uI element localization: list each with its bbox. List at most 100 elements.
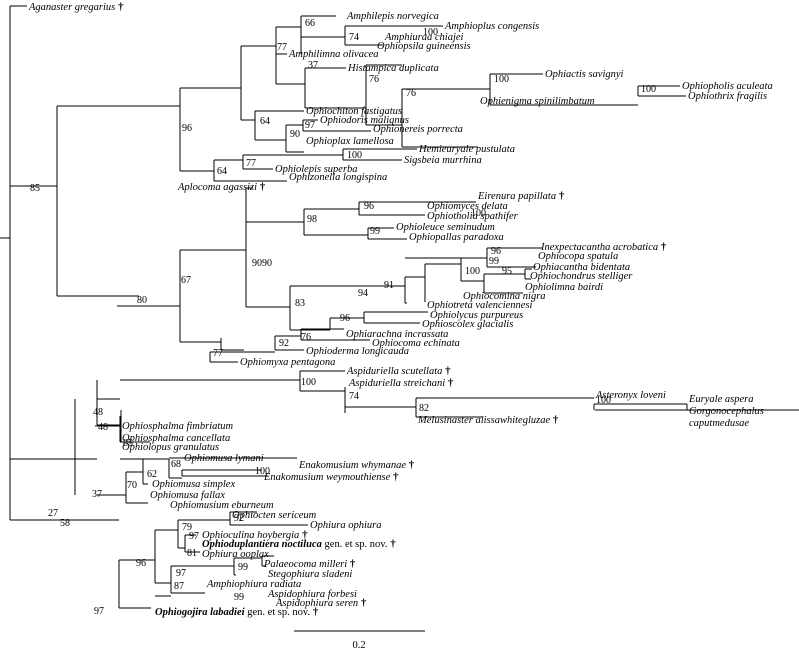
extinct-dagger-icon: † — [299, 529, 308, 541]
extinct-dagger-icon: † — [658, 241, 667, 253]
taxon-label: Ophioduplantiera noctiluca gen. et sp. n… — [202, 538, 396, 550]
support-value: 82 — [419, 403, 429, 414]
support-value: 48 — [98, 422, 108, 433]
taxon-name: Ophioculina hoybergia — [202, 530, 299, 541]
extinct-dagger-icon: † — [347, 558, 356, 570]
taxon-label: Stegophiura sladeni — [268, 569, 352, 580]
taxon-label: Ophiarachna incrassata — [346, 329, 448, 340]
taxon-label: Palaeocoma milleri † — [263, 558, 356, 570]
taxon-name: Gorgonocephalus — [689, 406, 764, 417]
taxon-label: Amphioplus congensis — [444, 21, 539, 32]
taxon-name: Ophiochondrus stelliger — [530, 271, 633, 282]
taxon-label: Asteronyx loveni — [595, 390, 666, 401]
taxon-name: Ophionereis porrecta — [373, 124, 463, 135]
taxon-label: Sigsbeia murrhina — [404, 155, 482, 166]
taxon-label: Ophionereis porrecta — [373, 124, 463, 135]
taxon-label: Eirenura papillata † — [477, 190, 565, 202]
taxon-label: Ophiomyces delata — [427, 201, 508, 212]
taxon-name: Ophiomyces delata — [427, 201, 508, 212]
taxon-label: Ophiogojira labadiei gen. et sp. nov. † — [155, 606, 319, 618]
taxon-name: Amphilepis norvegica — [346, 11, 439, 22]
support-value: 70 — [127, 480, 137, 491]
taxon-name: Asteronyx loveni — [595, 390, 666, 401]
taxon-name: Ophiomusa lymani — [184, 453, 264, 464]
taxon-label: Ophiocten sericeum — [232, 510, 317, 521]
taxon-label: Ophiocoma echinata — [372, 338, 460, 349]
support-value: 99 — [238, 562, 248, 573]
taxon-name: Ophiolopus granulatus — [122, 442, 219, 453]
taxon-name: Amphiuraa chiajei — [384, 32, 464, 43]
taxon-label: Ophiotholia spathifer — [427, 211, 519, 222]
taxon-name: caputmedusae — [689, 418, 749, 429]
taxon-name: Enakomusium weymouthiense — [263, 472, 391, 483]
taxon-label: Ophiomusa fallax — [150, 490, 225, 501]
taxon-name: Enakomusium whymanae — [298, 460, 406, 471]
taxon-label: Ophiomusium eburneum — [170, 500, 274, 511]
taxon-name: Aspiduriella streichani — [348, 378, 445, 389]
support-value: 100 — [465, 266, 480, 277]
support-value: 76 — [369, 74, 379, 85]
taxon-label: Ophiotreta valenciennesi — [427, 300, 533, 311]
taxon-label: Ophiura ooplax — [202, 549, 269, 560]
taxon-name: Ophioplax lamellosa — [306, 136, 394, 147]
taxon-name: Ophioscolex glacialis — [422, 319, 513, 330]
support-value: 76 — [301, 332, 311, 343]
support-value: 81 — [187, 548, 197, 559]
taxon-name: Ophiothrix fragilis — [688, 91, 767, 102]
taxon-name: Hemieuryale pustulata — [418, 144, 515, 155]
support-value: 90 — [290, 129, 300, 140]
support-value: 99 — [489, 256, 499, 267]
taxon-name: Aganaster gregarius — [28, 2, 115, 13]
support-value: 96 — [182, 123, 192, 134]
scale-bar: 0.2 — [294, 630, 425, 651]
taxon-name: Ophiolepis superba — [275, 164, 358, 175]
taxon-name: Ophiolimna bairdi — [525, 282, 603, 293]
taxon-name: Aspidophiura seren — [275, 598, 358, 609]
taxon-label: Ophiolimna bairdi — [525, 282, 603, 293]
taxon-name: Amphilimna olivacea — [288, 49, 379, 60]
support-value: 96 — [136, 558, 146, 569]
taxon-name: Ophiomusa simplex — [152, 479, 235, 490]
taxon-suffix: gen. et sp. nov. — [245, 607, 311, 618]
support-value: 97 — [176, 568, 186, 579]
support-value: 64 — [217, 166, 227, 177]
taxon-name: Sigsbeia murrhina — [404, 155, 482, 166]
taxon-name: Ophiura ophiura — [310, 520, 381, 531]
support-value: 37 — [92, 489, 102, 500]
support-value: 100 — [596, 395, 611, 406]
support-value: 100 — [423, 27, 438, 38]
taxon-name: Amphioplus congensis — [444, 21, 539, 32]
taxon-name: Palaeocoma milleri — [263, 559, 347, 570]
taxon-name: Eirenura papillata — [477, 191, 556, 202]
taxon-name: Ophiotreta valenciennesi — [427, 300, 533, 311]
taxon-name: Ophizonella longispina — [289, 172, 387, 183]
taxon-name: Ophiochiton fastigatus — [306, 106, 402, 117]
support-value: 66 — [305, 18, 315, 29]
taxon-label: Ophiopallas paradoxa — [409, 232, 504, 243]
taxon-label: Ophioleuce seminudum — [396, 222, 495, 233]
taxon-label: Ophiacantha bidentata — [533, 262, 630, 273]
taxon-name: Ophiomusium eburneum — [170, 500, 274, 511]
taxon-label: Ophizonella longispina — [289, 172, 387, 183]
taxon-label: Ophiochondrus stelliger — [530, 271, 633, 282]
taxon-label: Ophiactis savignyi — [545, 69, 624, 80]
extinct-dagger-icon: † — [115, 1, 124, 13]
taxon-name: Melusinaster alissawhitegluzae — [417, 415, 550, 426]
support-value: 74 — [349, 391, 359, 402]
taxon-name: Stegophiura sladeni — [268, 569, 352, 580]
taxon-label: caputmedusae — [689, 418, 749, 429]
taxon-name: Ophiopallas paradoxa — [409, 232, 504, 243]
taxon-label: Ophiothrix fragilis — [688, 91, 767, 102]
taxon-label: Aspiduriella scutellata † — [346, 365, 451, 377]
support-value: 77 — [213, 348, 223, 359]
taxon-name: Ophioleuce seminudum — [396, 222, 495, 233]
extinct-dagger-icon: † — [442, 365, 451, 377]
taxon-label: Ophiocomina nigra — [463, 291, 546, 302]
taxon-label: Ophiomyxa pentagona — [240, 357, 335, 368]
support-value: 74 — [349, 32, 359, 43]
taxon-label: Ophioculina hoybergia † — [202, 529, 308, 541]
taxon-label: Enakomusium weymouthiense † — [263, 471, 399, 483]
taxon-name: Ophiomusa fallax — [150, 490, 225, 501]
taxon-label: Aganaster gregarius † — [28, 1, 124, 13]
